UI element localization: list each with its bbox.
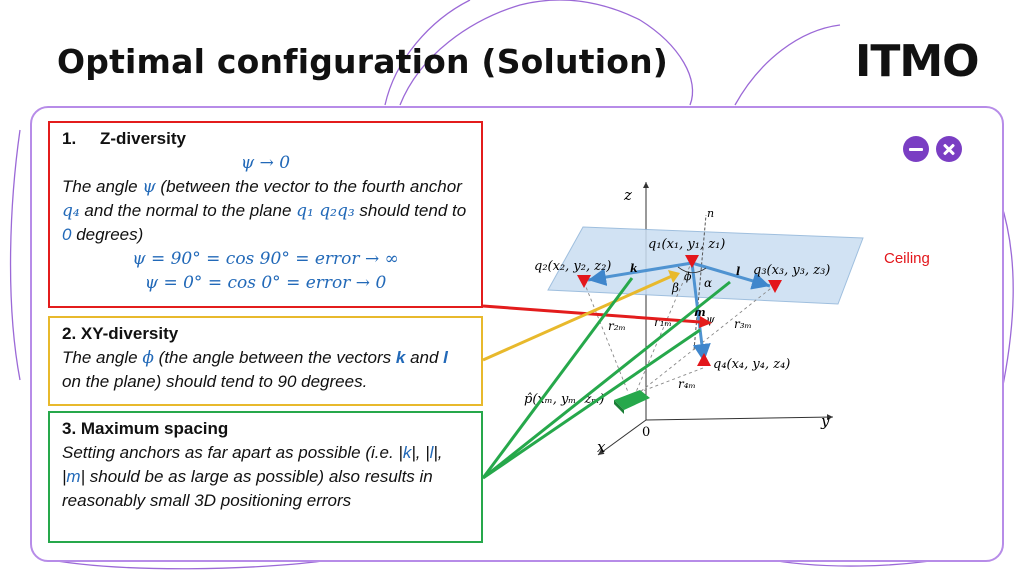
vector-m-label: m <box>694 306 706 319</box>
text: Setting anchors as far apart as possible… <box>62 443 403 462</box>
vector-l: l <box>443 348 448 367</box>
equation-error-zero: ψ = 0° = cos 0° = error → 0 <box>144 273 387 293</box>
ceiling-label: Ceiling <box>884 250 930 267</box>
text: should tend to <box>354 201 467 220</box>
vector-l-arrow <box>691 261 771 290</box>
magnitude-k: k <box>402 443 412 462</box>
maximum-spacing-heading: 3. Maximum spacing <box>62 419 229 438</box>
slide-title: Optimal configuration (Solution) <box>57 42 669 81</box>
text: on the plane) should tend to 90 degrees. <box>62 372 368 391</box>
alpha-angle-label: α <box>704 276 712 290</box>
xy-diversity-box: 2. XY-diversity The angle ϕ (the angle b… <box>48 316 483 406</box>
y-axis-label: y <box>820 412 830 430</box>
r3m-label: r₃ₘ <box>734 317 752 331</box>
plane-symbol: q₁ q₂q₃ <box>296 201 355 221</box>
magnitude-m: m <box>66 467 81 486</box>
phi-angle-label: ϕ <box>684 270 692 283</box>
psi-angle-label: ψ <box>706 313 715 326</box>
y-axis <box>645 414 834 421</box>
anchor-q1-marker <box>685 255 699 268</box>
xy-diversity-heading: 2. XY-diversity <box>62 324 179 343</box>
text: (the angle between the vectors <box>153 348 396 367</box>
beta-angle-label: β <box>671 281 679 295</box>
x-axis-label: x <box>597 438 606 456</box>
z-diversity-box: 1. Z-diversity ψ → 0 The angle ψ (between… <box>48 121 483 308</box>
q3-label: q₃(x₃, y₃, z₃) <box>753 263 830 278</box>
r2m-label: r₂ₘ <box>608 319 626 333</box>
close-icon[interactable] <box>936 136 962 162</box>
z-diversity-description: The angle ψ (between the vector to the f… <box>62 175 469 247</box>
q4-label: q₄(x₄, y₄, z₄) <box>713 357 790 372</box>
vector-l-label: l <box>736 265 740 278</box>
q2-label: q₂(x₂, y₂, z₂) <box>534 259 611 274</box>
text: The angle <box>62 177 143 196</box>
psi-symbol: ψ <box>142 177 156 197</box>
q4-symbol: q₄ <box>62 201 80 221</box>
text: and the normal to the plane <box>79 201 297 220</box>
anchor-geometry-figure: z y x 0 Ceiling n r₂ₘ r₁ₘ r₃ₘ r₄ₘ k l m … <box>524 182 930 456</box>
vector-k-label: k <box>630 262 638 275</box>
r1m-label: r₁ₘ <box>654 315 672 329</box>
q1-label: q₁(x₁, y₁, z₁) <box>648 237 725 252</box>
itmo-logo: ITMO <box>855 36 980 87</box>
z-axis-label: z <box>623 186 632 204</box>
z-diversity-formula: ψ → 0 <box>240 153 291 173</box>
equation-error-infinity: ψ = 90° = cos 90° = error → ∞ <box>132 249 399 269</box>
text: (between the vector to the fourth anchor <box>155 177 462 196</box>
vector-k: k <box>395 348 406 367</box>
text: |, | <box>411 443 430 462</box>
maximum-spacing-box: 3. Maximum spacing Setting anchors as fa… <box>48 411 483 543</box>
zero-value: 0 <box>62 225 72 244</box>
text: |, | <box>62 443 443 486</box>
maximum-spacing-description: Setting anchors as far apart as possible… <box>62 441 469 513</box>
position-estimate-label: p̂(xₘ, yₘ, zₘ) <box>524 392 604 407</box>
phi-symbol: ϕ <box>142 348 154 368</box>
z-diversity-heading: 1. Z-diversity <box>62 127 469 151</box>
r4m-label: r₄ₘ <box>678 377 696 391</box>
text: degrees) <box>71 225 144 244</box>
minimize-icon[interactable] <box>903 136 929 162</box>
anchor-q4-marker <box>697 353 711 366</box>
text: The angle <box>62 348 143 367</box>
anchor-q3-marker <box>768 280 782 293</box>
xy-diversity-description: The angle ϕ (the angle between the vecto… <box>62 346 469 394</box>
text: | should be as large as possible) also r… <box>62 467 433 510</box>
magnitude-l: l <box>429 443 434 462</box>
heading-text: Z-diversity <box>100 129 186 148</box>
origin-label: 0 <box>642 425 650 440</box>
item-number: 1. <box>62 129 77 148</box>
normal-label: n <box>707 207 714 220</box>
text: and <box>405 348 444 367</box>
